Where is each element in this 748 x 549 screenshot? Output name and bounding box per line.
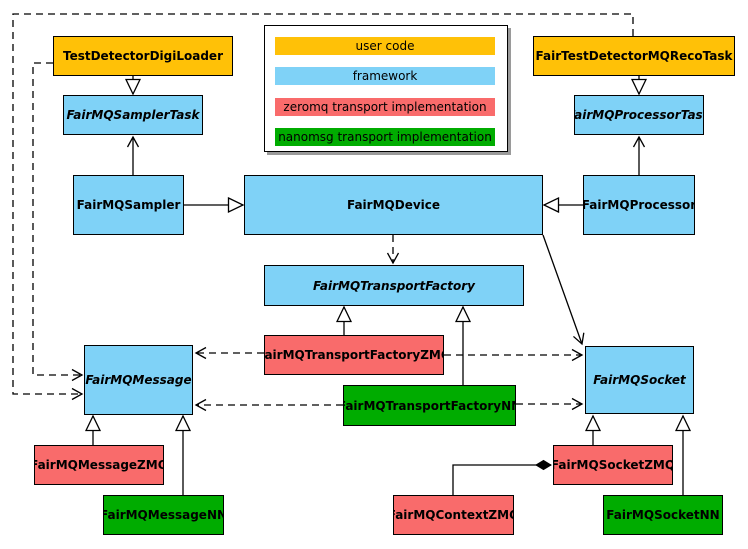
edge-recotask-depends-message — [12, 13, 634, 401]
node-fairmqtransportfactorynn: FairMQTransportFactoryNN — [343, 385, 516, 426]
node-fairmqmessagenn: FairMQMessageNN — [103, 495, 224, 535]
edge-device-uses-socket — [542, 234, 585, 346]
node-fairmqtransportfactory: FairMQTransportFactory — [264, 265, 524, 306]
node-fairmqsocketnn: FairMQSocketNN — [603, 495, 723, 535]
node-fairmqmessage: FairMQMessage — [84, 345, 193, 415]
legend-item-nanomsg: nanomsg transport implementation — [275, 128, 495, 146]
legend-item-zeromq: zeromq transport implementation — [275, 98, 495, 116]
node-fairmqprocessor: FairMQProcessor — [583, 175, 695, 235]
node-testdetectordigiloader: TestDetectorDigiLoader — [53, 36, 233, 76]
node-fairmqsocketzmq: FairMQSocketZMQ — [553, 445, 673, 485]
node-fairmqsocket: FairMQSocket — [585, 346, 694, 414]
node-fairmqdevice: FairMQDevice — [244, 175, 543, 235]
node-fairmqsampler: FairMQSampler — [73, 175, 184, 235]
legend-item-framework: framework — [275, 67, 495, 85]
edge-contextzmq-composes-socketzmq — [452, 459, 552, 495]
node-fairtestdetectormqrecotask: FairTestDetectorMQRecoTask — [533, 36, 735, 76]
legend-item-user-code: user code — [275, 37, 495, 55]
node-fairmqtransportfactoryzmq: FairMQTransportFactoryZMQ — [264, 335, 444, 375]
legend: user code framework zeromq transport imp… — [264, 25, 508, 152]
node-fairmqcontextzmq: FairMQContextZMQ — [393, 495, 514, 535]
node-fairmqsamplertask: FairMQSamplerTask — [63, 95, 203, 135]
node-fairmqprocessortask: FairMQProcessorTask — [574, 95, 704, 135]
node-fairmqmessagezmq: FairMQMessageZMQ — [34, 445, 164, 485]
